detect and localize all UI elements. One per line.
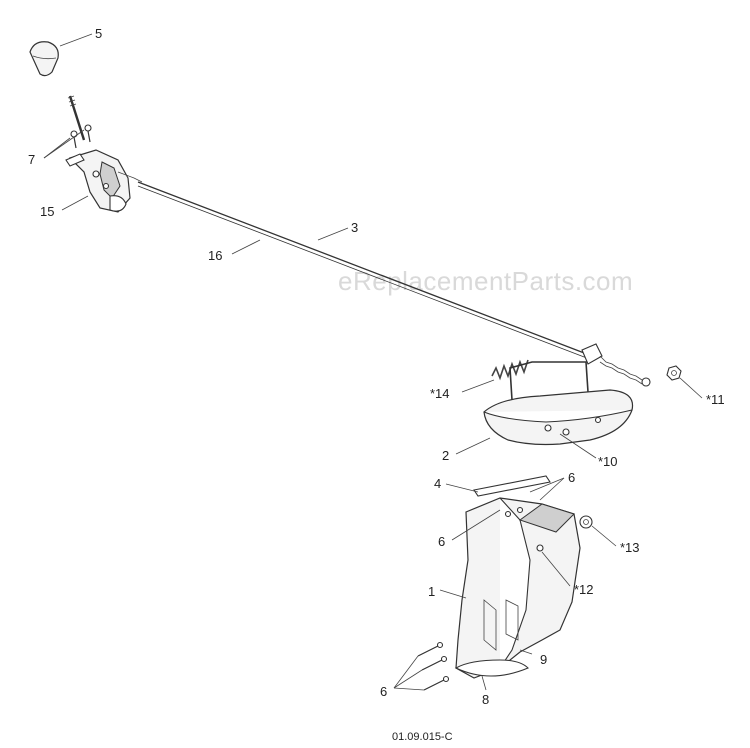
callout-7: 7 [28,152,35,167]
shift-lever-rod [67,95,86,141]
leader-lines [43,33,703,691]
washer-part-13 [579,515,593,529]
nut-part-11 [666,365,682,381]
deflector-part-2 [483,361,634,446]
callout-13: *13 [620,540,640,555]
chute-part-1 [454,497,581,679]
knob-part-5 [29,41,59,77]
callout-3: 3 [351,220,358,235]
callout-6-upper: 6 [568,470,575,485]
callout-8: 8 [482,692,489,707]
callout-9: 9 [540,652,547,667]
callout-15: 15 [40,204,54,219]
bracket-part-15 [65,149,143,213]
callout-14: *14 [430,386,450,401]
callout-10: *10 [598,454,618,469]
callout-5: 5 [95,26,102,41]
cable-end-adjuster [581,343,651,387]
callout-4: 4 [434,476,441,491]
bolts-part-6 [417,641,450,691]
callout-2: 2 [442,448,449,463]
callout-1: 1 [428,584,435,599]
drawing-code: 01.09.015-C [392,731,453,743]
watermark: eReplacementParts.com [338,266,633,296]
callout-11: *11 [706,392,725,407]
callout-6-lower: 6 [380,684,387,699]
callout-16: 16 [208,248,222,263]
plate-part-4 [473,475,551,497]
cable-part-3 [137,181,593,361]
callout-6-middle: 6 [438,534,445,549]
callout-12: *12 [574,582,594,597]
